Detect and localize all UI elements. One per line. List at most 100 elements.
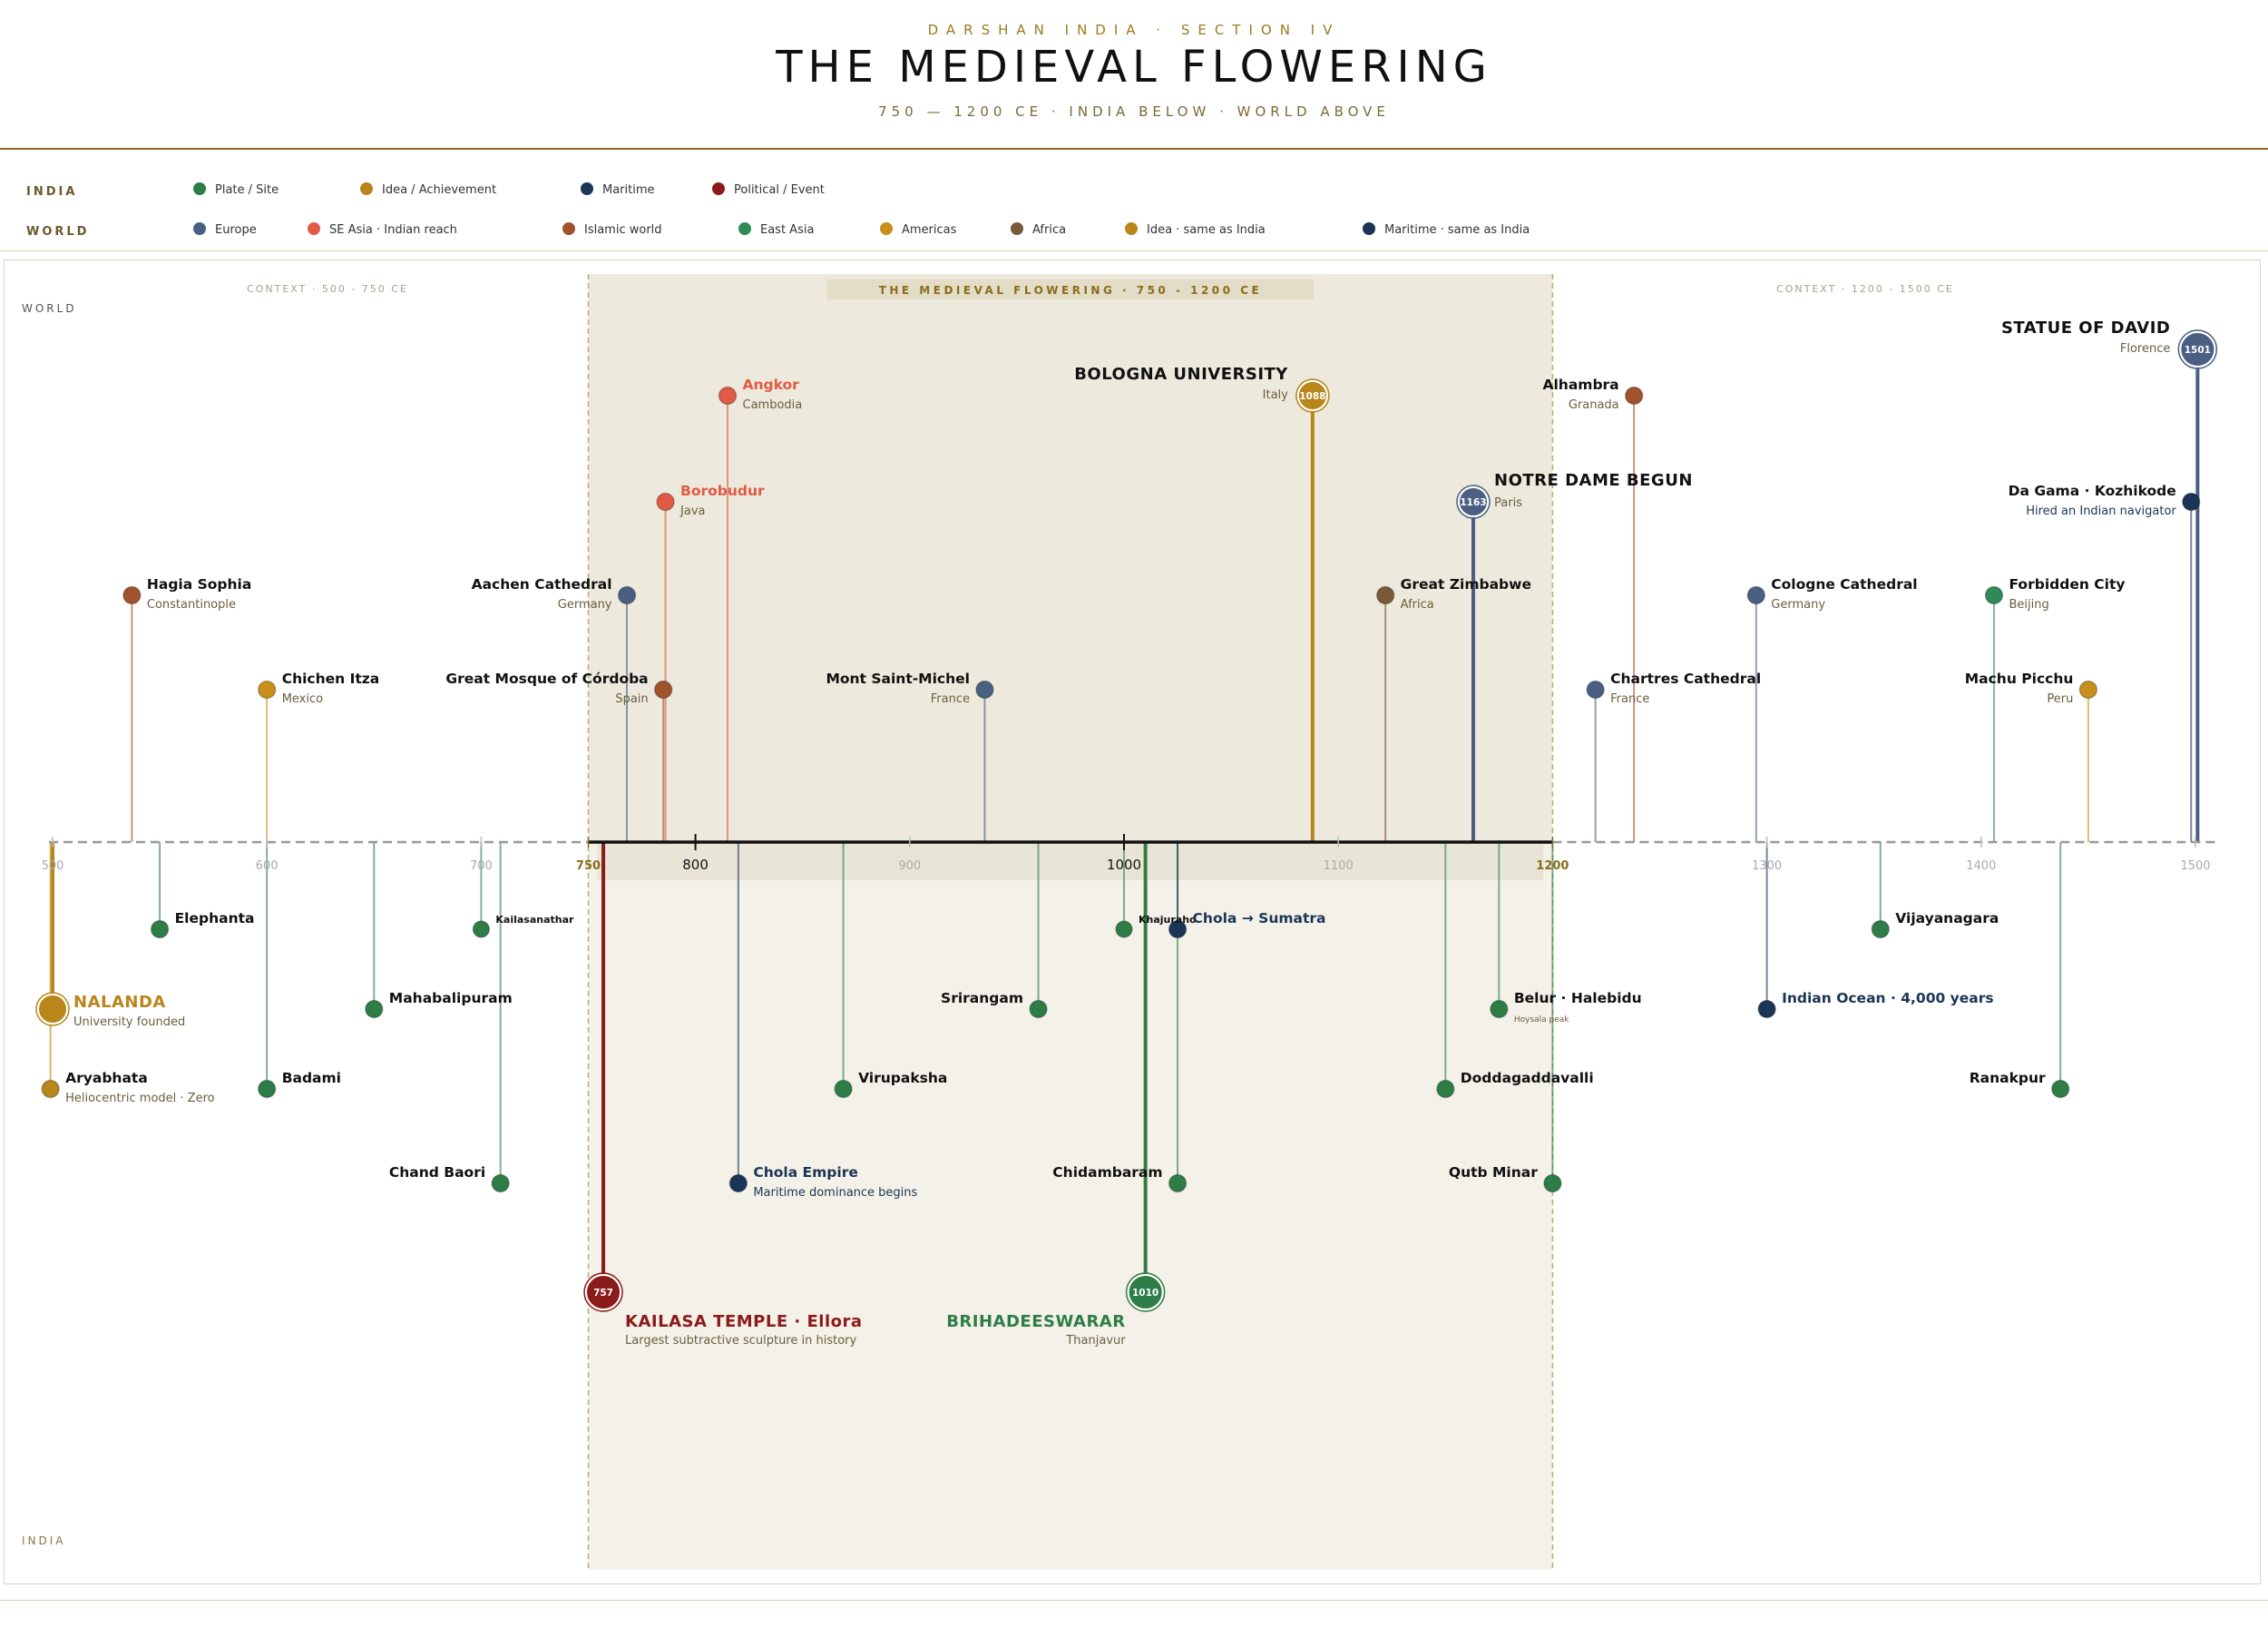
event-title: Chola Empire xyxy=(753,1164,858,1181)
event-node[interactable] xyxy=(472,920,491,938)
event-node[interactable] xyxy=(365,999,384,1019)
page-title: THE MEDIEVAL FLOWERING xyxy=(776,42,1492,93)
event-subtitle: Hired an Indian navigator xyxy=(2026,505,2176,518)
event-title: Mont Saint-Michel xyxy=(826,671,970,687)
event-node[interactable] xyxy=(834,1079,853,1099)
event-node[interactable] xyxy=(1871,919,1891,939)
event-node[interactable] xyxy=(1375,585,1395,605)
event-title: Chola → Sumatra xyxy=(1193,910,1326,926)
event-title: Elephanta xyxy=(175,910,255,926)
event-node[interactable] xyxy=(656,492,675,512)
event-title: Mahabalipuram xyxy=(389,990,513,1006)
context-left-label: CONTEXT · 500 - 750 CE xyxy=(247,283,408,295)
legend-item: Africa xyxy=(1011,222,1066,237)
event-subtitle: University founded xyxy=(73,1015,185,1029)
event-node[interactable] xyxy=(257,1079,277,1099)
legend-dot-icon xyxy=(738,222,751,235)
event-node[interactable] xyxy=(617,585,637,605)
era-banner-text: THE MEDIEVAL FLOWERING · 750 - 1200 CE xyxy=(879,284,1262,297)
event-node[interactable] xyxy=(2078,680,2098,700)
event-node[interactable] xyxy=(718,386,738,406)
event-node[interactable] xyxy=(2050,1079,2070,1099)
event-node[interactable] xyxy=(1490,999,1509,1019)
event-node[interactable] xyxy=(2179,331,2216,368)
event-subtitle: Largest subtractive sculpture in history xyxy=(625,1334,856,1348)
event-node[interactable] xyxy=(491,1173,510,1193)
side-india-label: INDIA xyxy=(22,1534,66,1547)
event-title: KAILASA TEMPLE · Ellora xyxy=(625,1312,862,1331)
axis-tick-label: 500 xyxy=(42,859,64,873)
timeline-frame xyxy=(4,260,2261,1584)
event-node[interactable] xyxy=(1543,1173,1562,1193)
event-node[interactable] xyxy=(653,680,673,700)
axis-tick-label: 1200 xyxy=(1536,859,1569,873)
event-subtitle: Beijing xyxy=(2009,598,2048,612)
side-world-label: WORLD xyxy=(22,302,77,315)
event-node[interactable] xyxy=(1168,919,1188,939)
event-subtitle: Africa xyxy=(1401,598,1434,612)
event-node[interactable] xyxy=(1757,999,1776,1019)
event-node[interactable] xyxy=(122,585,142,605)
event-node[interactable] xyxy=(1029,999,1048,1019)
event-node[interactable] xyxy=(2182,492,2201,512)
event-node[interactable] xyxy=(257,680,277,700)
event-title: Hagia Sophia xyxy=(147,576,251,593)
event-subtitle: Mexico xyxy=(282,692,323,706)
event-node[interactable] xyxy=(150,919,170,939)
legend-dot-icon xyxy=(581,182,593,195)
event-node[interactable] xyxy=(37,994,68,1024)
event-title: Borobudur xyxy=(680,483,765,499)
axis-tick-label: 800 xyxy=(682,857,709,873)
legend-dot-icon xyxy=(712,182,725,195)
event-subtitle: Granada xyxy=(1569,398,1619,412)
event-node[interactable] xyxy=(1586,680,1605,700)
event-subtitle: France xyxy=(931,692,970,706)
event-title: Khajuraho xyxy=(1139,914,1197,926)
event-subtitle: Germany xyxy=(558,598,612,612)
event-node[interactable] xyxy=(1296,380,1328,411)
legend-dot-icon xyxy=(1125,222,1138,235)
axis-tick-label: 1300 xyxy=(1752,859,1782,873)
event-subtitle: Cambodia xyxy=(743,398,803,412)
legend-item-label: Africa xyxy=(1032,223,1067,237)
event-node[interactable] xyxy=(1458,486,1490,517)
event-subtitle: Java xyxy=(679,505,705,518)
legend-dot-icon xyxy=(1011,222,1023,235)
event-node[interactable] xyxy=(728,1173,748,1193)
legend-item-label: Political / Event xyxy=(734,183,825,197)
event-subtitle: Paris xyxy=(1494,496,1522,510)
legend-dot-icon xyxy=(1363,222,1375,235)
legend-divider xyxy=(0,250,2268,251)
event-node[interactable] xyxy=(975,680,994,700)
event-node[interactable] xyxy=(585,1274,622,1310)
event-node[interactable] xyxy=(1127,1274,1164,1310)
event-subtitle: Peru xyxy=(2047,692,2073,706)
legend-item-label: Islamic world xyxy=(584,223,662,237)
event-node-ring xyxy=(1456,485,1491,519)
event-subtitle: Italy xyxy=(1263,388,1289,402)
event-node[interactable] xyxy=(1984,585,2004,605)
legend-item: Maritime · same as India xyxy=(1363,222,1530,237)
event-node[interactable] xyxy=(1115,920,1133,938)
event-node[interactable] xyxy=(41,1079,60,1099)
legend-item: Idea · same as India xyxy=(1125,222,1266,237)
event-title: Indian Ocean · 4,000 years xyxy=(1782,990,1994,1006)
event-title: Badami xyxy=(282,1070,341,1086)
event-year-badge: 1088 xyxy=(1299,391,1325,402)
legend-world-label: WORLD xyxy=(26,225,90,239)
event-node[interactable] xyxy=(1624,386,1644,406)
legend-india-label: INDIA xyxy=(26,185,78,199)
legend-item-label: Idea / Achievement xyxy=(382,183,497,197)
event-node[interactable] xyxy=(1168,1173,1188,1193)
event-title: Ranakpur xyxy=(1970,1070,2046,1086)
event-node[interactable] xyxy=(1746,585,1766,605)
event-title: STATUE OF DAVID xyxy=(2001,319,2170,338)
event-title: Great Zimbabwe xyxy=(1401,576,1531,593)
event-title: Da Gama · Kozhikode xyxy=(2009,483,2176,499)
event-node[interactable] xyxy=(1436,1079,1455,1099)
legend-item-label: Europe xyxy=(215,223,257,237)
event-title: BRIHADEESWARAR xyxy=(946,1312,1125,1331)
